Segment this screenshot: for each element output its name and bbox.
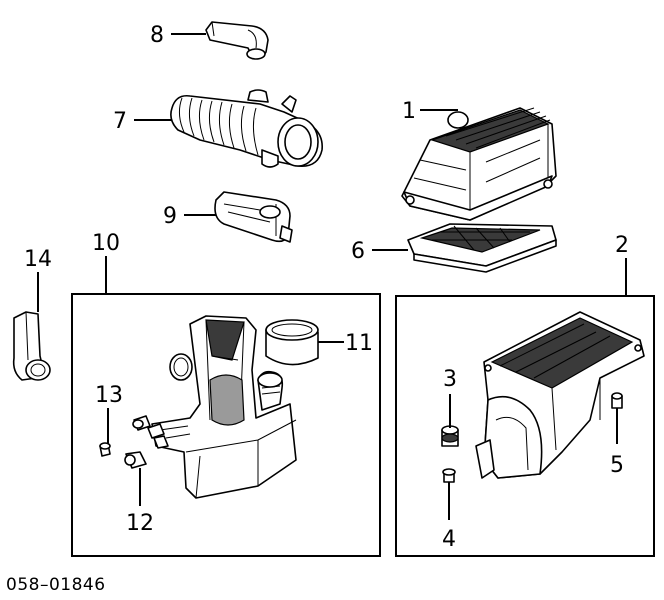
callout-6: 6 xyxy=(351,239,365,264)
part-12-clips xyxy=(124,435,169,469)
part-13-bolts xyxy=(99,415,165,457)
part-4-bolt xyxy=(442,468,456,483)
callout-12: 12 xyxy=(126,511,154,536)
part-1-air-cleaner-cover xyxy=(401,107,557,221)
group-box-10 xyxy=(71,293,381,557)
callout-14: 14 xyxy=(24,247,52,272)
callout-4: 4 xyxy=(442,527,456,552)
callout-10: 10 xyxy=(92,231,120,256)
part-10-o-ring xyxy=(169,353,193,381)
group-box-2 xyxy=(395,295,655,557)
part-10-resonator-assembly xyxy=(151,315,297,499)
callout-8: 8 xyxy=(150,23,164,48)
part-14-side-duct xyxy=(12,311,51,381)
callout-2: 2 xyxy=(615,233,629,258)
callout-13: 13 xyxy=(95,383,123,408)
part-3-grommet xyxy=(441,425,459,447)
callout-7: 7 xyxy=(113,109,127,134)
callout-11: 11 xyxy=(345,331,373,356)
part-5-collar xyxy=(611,392,623,409)
part-6-air-filter xyxy=(407,223,557,273)
part-2-air-cleaner-case xyxy=(475,311,645,479)
callout-1: 1 xyxy=(402,99,416,124)
part-9-resonator xyxy=(214,191,293,243)
part-7-intake-duct xyxy=(170,89,323,168)
diagram-code: 058–01846 xyxy=(6,575,106,595)
part-8-hose xyxy=(205,21,269,60)
part-11-sleeve xyxy=(265,319,319,366)
callout-3: 3 xyxy=(443,367,457,392)
callout-9: 9 xyxy=(163,204,177,229)
callout-5: 5 xyxy=(610,453,624,478)
